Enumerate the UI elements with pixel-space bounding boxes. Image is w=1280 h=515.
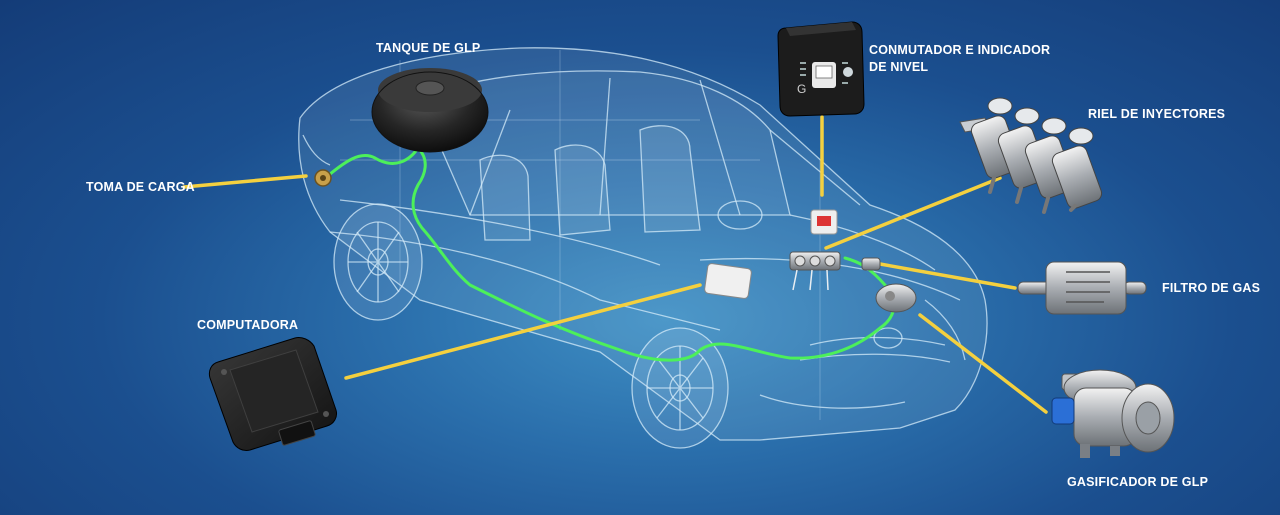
engine-computer-image [704, 263, 752, 299]
gas-filter-product-image [1017, 261, 1147, 315]
label-filling-point-text: TOMA DE CARGA [86, 180, 195, 194]
label-gas-filter: FILTRO DE GAS [1162, 280, 1260, 297]
label-switch-line1: CONMUTADOR E INDICADOR [869, 43, 1051, 57]
rear-wheel [333, 203, 423, 321]
label-vaporizer: GASIFICADOR DE GLP [1067, 474, 1208, 491]
engine-vaporizer-image [875, 283, 917, 313]
leader-lines [182, 115, 1048, 414]
dashboard-switch-image [810, 209, 838, 235]
computer-product-image [208, 337, 337, 451]
lpg-tank-image [371, 68, 489, 153]
filling-valve-image [314, 169, 332, 187]
label-switch: CONMUTADOR E INDICADOR DE NIVEL [869, 42, 1050, 76]
label-computer: COMPUTADORA [197, 317, 298, 334]
switch-letter: G [797, 82, 806, 96]
vaporizer-product-image [1051, 369, 1175, 458]
engine-injector-image [789, 251, 841, 291]
label-filling-point: TOMA DE CARGA [86, 179, 195, 196]
injector-rail-product-image [959, 97, 1103, 214]
label-computer-text: COMPUTADORA [197, 318, 299, 332]
leader-vaporizer [918, 313, 1048, 414]
label-lpg-tank-text: TANQUE DE GLP [376, 41, 481, 55]
label-vaporizer-text: GASIFICADOR DE GLP [1067, 475, 1209, 489]
leader-filling-point [182, 174, 308, 189]
label-injector-rail: RIEL DE INYECTORES [1088, 106, 1225, 123]
label-injector-rail-text: RIEL DE INYECTORES [1088, 107, 1226, 121]
engine-filter-image [861, 257, 881, 271]
leader-computer [344, 283, 702, 380]
label-lpg-tank: TANQUE DE GLP [376, 40, 480, 57]
switch-product-image: G [777, 21, 865, 117]
label-switch-line2: DE NIVEL [869, 60, 929, 74]
car-wireframe [298, 47, 988, 449]
label-gas-filter-text: FILTRO DE GAS [1162, 281, 1261, 295]
leader-injector-rail [824, 176, 1002, 250]
leader-gas-filter [878, 262, 1017, 290]
